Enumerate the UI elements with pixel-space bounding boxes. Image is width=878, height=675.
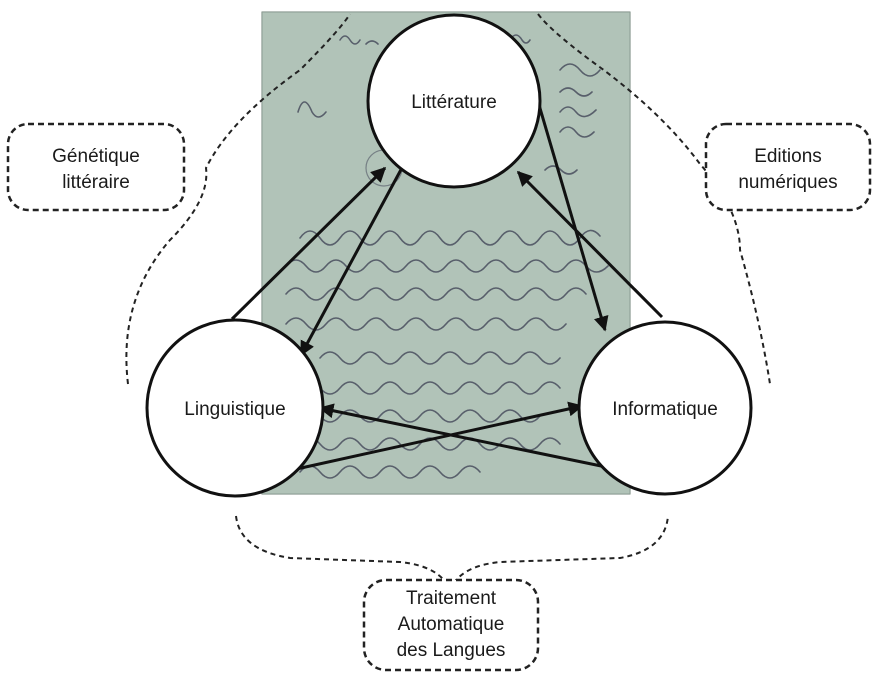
box-genetique: Génétique littéraire: [6, 122, 186, 212]
box-taln-line1: Traitement: [406, 588, 497, 609]
box-taln-line3: des Langues: [397, 640, 506, 661]
box-editions-line2: numériques: [738, 172, 837, 193]
arrow-info-to-ling: [318, 403, 607, 469]
node-linguistique: Linguistique: [145, 318, 325, 498]
arrow-info-to-lit: [516, 170, 664, 319]
arrow-ling-to-info: [291, 401, 584, 472]
box-genetique-line1: Génétique: [52, 146, 140, 167]
box-taln: Traitement Automatique des Langues: [362, 578, 540, 672]
brace-genetique: [125, 13, 351, 385]
node-litterature: Littérature: [366, 13, 542, 189]
node-litterature-label: Littérature: [411, 92, 497, 113]
brace-editions: [537, 13, 771, 385]
node-informatique-label: Informatique: [612, 399, 718, 420]
manuscript-handwriting: [285, 34, 609, 479]
box-editions-line1: Editions: [754, 146, 822, 167]
node-linguistique-label: Linguistique: [184, 399, 285, 420]
node-informatique: Informatique: [577, 320, 753, 496]
arrow-lit-to-info: [535, 97, 609, 332]
arrow-ling-to-lit: [230, 166, 387, 321]
box-editions: Editions numériques: [704, 122, 872, 212]
box-taln-line2: Automatique: [398, 614, 505, 635]
box-genetique-line2: littéraire: [62, 172, 130, 193]
